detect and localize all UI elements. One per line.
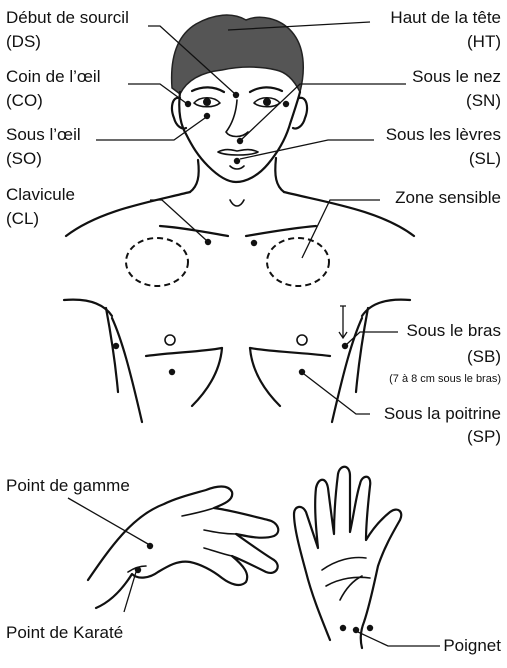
palm-crease-1 bbox=[322, 558, 366, 571]
leader-sn bbox=[242, 84, 406, 139]
right-ear bbox=[293, 98, 307, 129]
point-cl-right bbox=[251, 240, 257, 246]
label-sp-code: (SP) bbox=[467, 427, 501, 446]
shoulder-left bbox=[66, 192, 190, 236]
right-nipple bbox=[297, 335, 307, 345]
pec-left bbox=[146, 348, 222, 356]
leader-poignet bbox=[358, 632, 440, 646]
label-sl-code: (SL) bbox=[469, 149, 501, 168]
label-so-name: Sous l’œil bbox=[6, 125, 81, 144]
label-sn-name: Sous le nez bbox=[412, 67, 501, 86]
right-brow bbox=[250, 87, 282, 92]
sternum-right bbox=[250, 348, 280, 406]
label-cl-code: (CL) bbox=[6, 209, 39, 228]
neck-left bbox=[190, 160, 199, 192]
tapping-points bbox=[113, 92, 373, 633]
palm-crease-2 bbox=[326, 577, 370, 586]
right-pupil bbox=[263, 98, 271, 106]
label-so-code: (SO) bbox=[6, 149, 42, 168]
labels: Début de sourcil (DS) Haut de la tête (H… bbox=[6, 8, 501, 655]
label-gamme: Point de gamme bbox=[6, 476, 130, 495]
side-hand-finger-crease-2 bbox=[204, 530, 236, 534]
left-nipple bbox=[165, 335, 175, 345]
label-ht-name: Haut de la tête bbox=[390, 8, 501, 27]
armpit-left bbox=[64, 300, 112, 316]
side-hand-finger-crease-3 bbox=[204, 548, 232, 556]
collarbone-right bbox=[246, 226, 316, 236]
label-sl-name: Sous les lèvres bbox=[386, 125, 501, 144]
head-figure bbox=[172, 15, 307, 206]
label-co-name: Coin de l’œil bbox=[6, 67, 100, 86]
leader-zone bbox=[302, 200, 380, 258]
neck-right bbox=[275, 158, 284, 192]
point-poignet-3 bbox=[367, 625, 373, 631]
nose bbox=[226, 100, 248, 137]
point-sp-left bbox=[169, 369, 175, 375]
label-sn-code: (SN) bbox=[466, 91, 501, 110]
label-karate: Point de Karaté bbox=[6, 623, 123, 642]
label-sb-note: (7 à 8 cm sous le bras) bbox=[389, 373, 501, 385]
chin-line bbox=[230, 166, 244, 169]
left-brow bbox=[192, 87, 224, 92]
point-co-right bbox=[283, 101, 289, 107]
label-sp-name: Sous la poitrine bbox=[384, 404, 501, 423]
label-ds-name: Début de sourcil bbox=[6, 8, 129, 27]
label-co-code: (CO) bbox=[6, 91, 43, 110]
mouth bbox=[218, 150, 258, 155]
label-poignet: Poignet bbox=[443, 636, 501, 655]
leader-sl bbox=[240, 140, 374, 159]
side-hand-outline bbox=[88, 487, 278, 609]
palm-figure bbox=[294, 467, 401, 648]
torso-figure bbox=[64, 192, 414, 422]
label-sb-code: (SB) bbox=[467, 347, 501, 366]
collarbone-left bbox=[160, 226, 228, 236]
point-sb-left bbox=[113, 343, 119, 349]
sensitive-zone-right bbox=[267, 238, 329, 286]
leader-so bbox=[96, 118, 205, 140]
label-cl-name: Clavicule bbox=[6, 185, 75, 204]
sensitive-zone-left bbox=[126, 238, 188, 286]
leader-cl bbox=[150, 200, 206, 240]
armpit-right bbox=[362, 300, 410, 316]
label-ht-code: (HT) bbox=[467, 32, 501, 51]
point-sl bbox=[234, 158, 240, 164]
leader-sb-marker bbox=[339, 306, 347, 338]
neck-notch bbox=[230, 200, 244, 206]
label-zone-name: Zone sensible bbox=[395, 188, 501, 207]
point-co bbox=[185, 101, 191, 107]
label-ds-code: (DS) bbox=[6, 32, 41, 51]
side-hand-finger-crease-1 bbox=[182, 508, 214, 516]
palm-outline bbox=[294, 467, 401, 648]
hand-side-figure bbox=[88, 487, 278, 609]
pec-right bbox=[250, 348, 330, 356]
leader-sp bbox=[304, 374, 370, 414]
sternum-left bbox=[192, 348, 222, 406]
label-sb-name: Sous le bras bbox=[407, 321, 502, 340]
left-pupil bbox=[203, 98, 211, 106]
point-poignet-1 bbox=[340, 625, 346, 631]
